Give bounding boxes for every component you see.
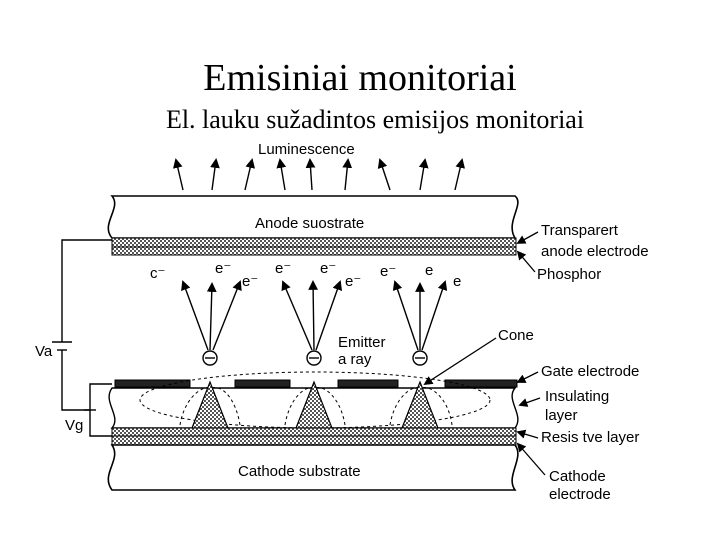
anode-substrate-label: Anode suostrate (255, 215, 364, 232)
cathode-substrate-label: Cathode substrate (238, 463, 361, 480)
electron-labels: c⁻ e⁻ e⁻ e⁻ e⁻ e⁻ e⁻ e e (150, 260, 461, 290)
electron-label: e⁻ (242, 273, 258, 290)
electron-label: c⁻ (150, 265, 165, 282)
page-title: Emisiniai monitoriai (203, 57, 517, 99)
emitter-label: a ray (338, 351, 372, 368)
gate-electrode-label: Gate electrode (541, 363, 639, 380)
luminescence-label: Luminescence (258, 141, 355, 158)
electron-beam-arrows (181, 280, 448, 351)
page-subtitle: El. lauku sužadintos emisijos monitoriai (165, 105, 585, 134)
electron-label: e (425, 262, 433, 279)
cathode-electrode-label: Cathode (549, 468, 606, 485)
cathode-electrode-layer (111, 435, 517, 446)
electron-label: e⁻ (275, 260, 291, 277)
emitter-electrons (202, 350, 428, 366)
gate-electrodes (114, 379, 518, 388)
leader-arrows (423, 231, 546, 476)
electron-label: e⁻ (320, 260, 336, 277)
cathode-substrate (107, 444, 519, 491)
emitter-cones (191, 380, 439, 429)
phosphor-label: Phosphor (537, 266, 601, 283)
electron-label: e⁻ (215, 260, 231, 277)
transparent-electrode-label: anode electrode (541, 243, 649, 260)
anode-electrode-layer (111, 237, 517, 248)
insulating-label: Insulating (545, 388, 609, 405)
resistive-layer (111, 427, 517, 437)
electron-label: e (453, 273, 461, 290)
electron-label: e⁻ (380, 263, 396, 280)
vg-label: Vg (65, 417, 83, 434)
circuit-wires (52, 239, 112, 437)
electron-label: e⁻ (345, 273, 361, 290)
insulating-label: layer (545, 407, 578, 424)
va-label: Va (35, 343, 53, 360)
cone-label: Cone (498, 327, 534, 344)
phosphor-layer (111, 246, 517, 256)
luminescence-arrows (173, 158, 465, 191)
transparent-electrode-label: Transparert (541, 222, 619, 239)
emitter-label: Emitter (338, 334, 386, 351)
cathode-electrode-label: electrode (549, 486, 611, 503)
resistive-layer-label: Resis tve layer (541, 429, 639, 446)
